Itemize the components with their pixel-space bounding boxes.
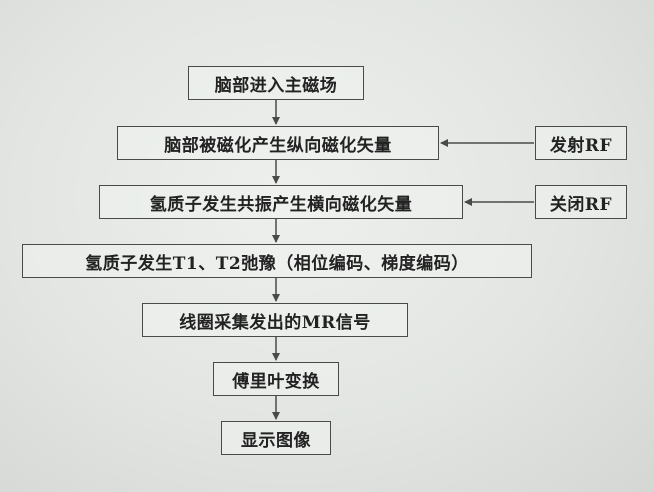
flow-step-1: 脑部进入主磁场 [188, 66, 364, 100]
side-input-2: 关闭RF [535, 185, 627, 219]
side-input-1: 发射RF [535, 126, 627, 160]
flow-step-2: 脑部被磁化产生纵向磁化矢量 [117, 126, 439, 160]
flow-step-5: 线圈采集发出的MR信号 [142, 303, 408, 337]
flow-step-3: 氢质子发生共振产生横向磁化矢量 [99, 185, 463, 219]
flow-step-6: 傅里叶变换 [213, 362, 339, 396]
flow-step-7: 显示图像 [221, 421, 331, 455]
flow-step-4: 氢质子发生T1、T2弛豫（相位编码、梯度编码） [22, 244, 532, 278]
